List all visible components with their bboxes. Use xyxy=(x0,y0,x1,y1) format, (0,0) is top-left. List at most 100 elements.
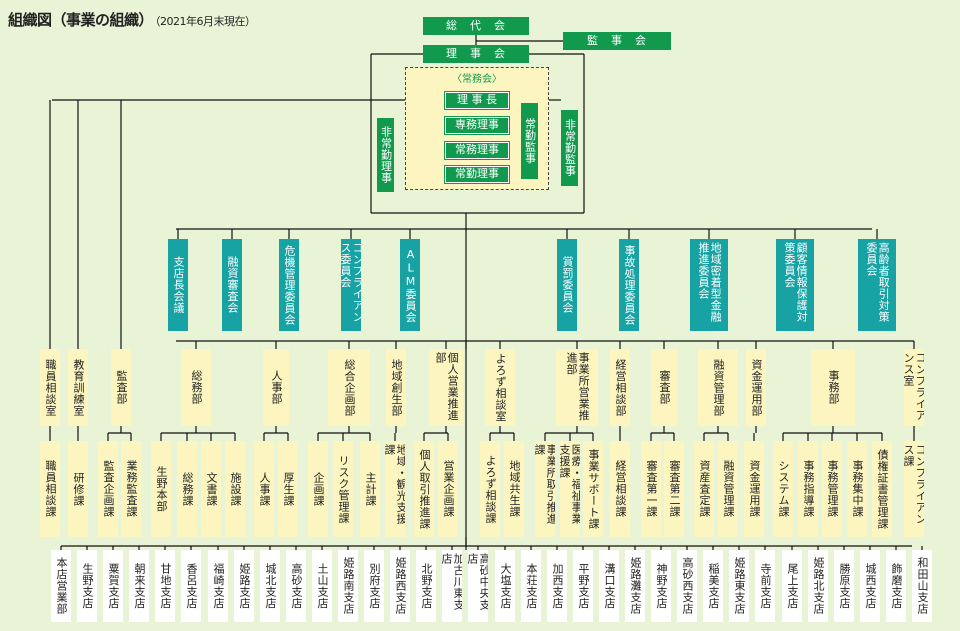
committee-box: 融資審査会 xyxy=(222,239,242,331)
part-time-director-box: 非常勤理事 xyxy=(377,118,394,192)
branch-box: 寺前支店 xyxy=(755,550,775,622)
branch-box: 土山支店 xyxy=(312,550,332,622)
section-box: 事業所取引推進課 xyxy=(535,441,555,537)
branch-box: 尾上支店 xyxy=(782,550,802,622)
branch-box: 高砂西支店 xyxy=(677,550,697,622)
branch-box: 平野支店 xyxy=(573,550,593,622)
section-box: 事業サポート課 xyxy=(583,441,603,537)
department-box: 資金運用部 xyxy=(746,349,766,426)
section-box: コンプライアンス課 xyxy=(904,441,924,537)
department-box: 職員相談室 xyxy=(40,349,60,426)
department-box: 事業所営業推進部 xyxy=(556,349,598,426)
section-box: 人事課 xyxy=(254,441,274,537)
board-of-auditors-box: 監 事 会 xyxy=(563,32,671,50)
branch-box: 甘地支店 xyxy=(155,550,175,622)
department-box: 融資管理部 xyxy=(698,349,738,426)
committee-box: 事故処理委員会 xyxy=(619,239,639,331)
branch-box: 城西支店 xyxy=(860,550,880,622)
section-box: 生野本部 xyxy=(151,441,171,537)
branch-box: 加古川東支店 xyxy=(442,550,462,622)
section-box: 資産査定課 xyxy=(694,441,714,537)
branch-box: 生野支店 xyxy=(77,550,97,622)
branch-box: 神野支店 xyxy=(651,550,671,622)
fulltime-director-box: 常勤理事 xyxy=(444,165,510,184)
branch-box: 別府支店 xyxy=(364,550,384,622)
branch-box: 溝口支店 xyxy=(599,550,619,622)
branch-box: 姫路支店 xyxy=(234,550,254,622)
section-box: 債権証書管理課 xyxy=(872,441,892,537)
department-box: 監査部 xyxy=(111,349,131,426)
section-box: 施設課 xyxy=(225,441,245,537)
section-box: 融資管理課 xyxy=(718,441,738,537)
section-box: 事務集中課 xyxy=(847,441,867,537)
section-box: よろず相談課 xyxy=(480,441,500,537)
section-box: 資金運用課 xyxy=(744,441,764,537)
general-assembly-box: 総 代 会 xyxy=(423,17,529,35)
committee-box: 危機管理委員会 xyxy=(279,239,299,331)
committee-box: 賞罰委員会 xyxy=(557,239,577,331)
section-box: 主計課 xyxy=(360,441,380,537)
department-box: よろず相談室 xyxy=(485,349,515,426)
department-box: 教育訓練室 xyxy=(68,349,88,426)
section-box: 総務課 xyxy=(177,441,197,537)
section-box: 審査第一課 xyxy=(641,441,661,537)
branch-box: 加西支店 xyxy=(547,550,567,622)
branch-box: 高砂支店 xyxy=(286,550,306,622)
section-box: 職員相談課 xyxy=(40,441,60,537)
section-box: 医療・福祉事業支援課 xyxy=(560,441,580,537)
fulltime-auditor-box: 常勤監事 xyxy=(521,103,538,179)
branch-box: 和田山支店 xyxy=(912,550,932,622)
section-box: 経営相談課 xyxy=(610,441,630,537)
section-box: 地域共生課 xyxy=(504,441,524,537)
section-box: 業務監査課 xyxy=(121,441,141,537)
branch-box: 本荘支店 xyxy=(521,550,541,622)
section-box: 文書課 xyxy=(201,441,221,537)
section-box: 審査第二課 xyxy=(664,441,684,537)
senior-managing-director-box: 専務理事 xyxy=(444,116,510,135)
branch-box: 本店営業部 xyxy=(51,550,71,622)
committee-box: 支店長会議 xyxy=(168,239,188,331)
section-box: 監査企画課 xyxy=(98,441,118,537)
section-box: 地域・観光支援課 xyxy=(385,441,405,537)
department-box: 地域創生部 xyxy=(386,349,406,426)
branch-box: 朝来支店 xyxy=(129,550,149,622)
part-time-auditor-box: 非常勤監事 xyxy=(561,110,578,186)
branch-box: 福崎支店 xyxy=(208,550,228,622)
managing-director-box: 常務理事 xyxy=(444,141,510,160)
section-box: 研修課 xyxy=(68,441,88,537)
branch-box: 姫路東支店 xyxy=(729,550,749,622)
section-box: 個人取引推進課 xyxy=(414,441,434,537)
committee-box: 顧客情報保護対策委員会 xyxy=(776,239,814,331)
branch-box: 姫路灘支店 xyxy=(625,550,645,622)
committee-box: 地域密着型金融推進委員会 xyxy=(690,239,728,331)
board-of-directors-box: 理 事 会 xyxy=(423,45,529,63)
department-box: 経営相談部 xyxy=(610,349,630,426)
department-box: 総合企画部 xyxy=(328,349,370,426)
chart-title: 組織図（事業の組織）（2021年6月末現在） xyxy=(8,9,256,30)
branch-box: 姫路西支店 xyxy=(390,550,410,622)
branch-box: 香呂支店 xyxy=(181,550,201,622)
branch-box: 勝原支店 xyxy=(834,550,854,622)
section-box: 厚生課 xyxy=(278,441,298,537)
branch-box: 姫路南支店 xyxy=(338,550,358,622)
committee-box: 高齢者取引対策委員会 xyxy=(858,239,896,331)
branch-box: 城北支店 xyxy=(260,550,280,622)
department-box: 事務部 xyxy=(811,349,855,426)
branch-box: 大塩支店 xyxy=(495,550,515,622)
as-of-date: （2021年6月末現在） xyxy=(155,15,256,28)
branch-box: 稲美支店 xyxy=(703,550,723,622)
committee-box: コンプライアンス委員会 xyxy=(341,239,361,331)
branch-box: 高砂中央支店 xyxy=(468,550,488,622)
executive-committee-label: 〈常務会〉 xyxy=(452,74,502,85)
chairman-box: 理 事 長 xyxy=(444,91,510,110)
department-box: 個人営業推進部 xyxy=(429,349,463,426)
department-box: 人事部 xyxy=(263,349,289,426)
branch-box: 北野支店 xyxy=(416,550,436,622)
section-box: 営業企画課 xyxy=(438,441,458,537)
department-box: 審査部 xyxy=(651,349,677,426)
branch-box: 飾磨支店 xyxy=(886,550,906,622)
section-box: 事務管理課 xyxy=(822,441,842,537)
section-box: リスク管理課 xyxy=(333,441,353,537)
